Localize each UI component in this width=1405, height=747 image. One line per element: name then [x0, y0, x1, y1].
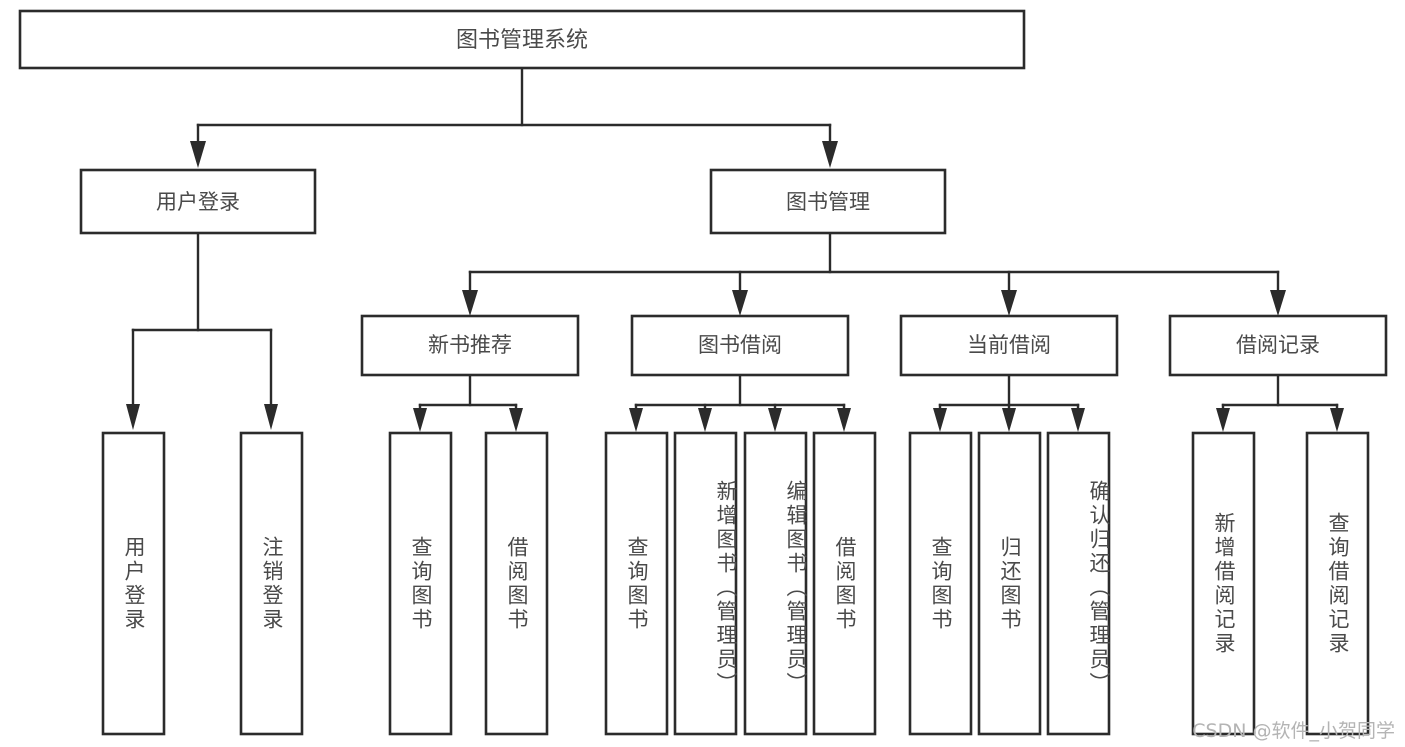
arrow-head-book-borrow [732, 290, 748, 316]
arrow-head-book-manage [822, 141, 838, 168]
connector-user-login-to-leaves [126, 231, 278, 430]
node-borrow-record-box[interactable] [1168, 314, 1388, 377]
node-user-login-box[interactable] [79, 168, 317, 235]
arrow-head-cb-leaf3 [1071, 408, 1085, 432]
arrow-head-bb-leaf3 [768, 408, 782, 432]
arrow-head-bb-leaf4 [837, 408, 851, 432]
leaf-box-user-login[interactable] [101, 431, 166, 736]
leaf-box-cb-query-book[interactable] [908, 431, 973, 736]
arrow-head-borrow-record [1270, 290, 1286, 316]
connector-root-to-level2 [190, 66, 838, 168]
node-book-manage-label: 图书管理 [786, 190, 870, 214]
leaf-box-bb-add-book[interactable] [673, 431, 738, 736]
node-current-borrow[interactable]: 当前借阅 [899, 314, 1119, 377]
arrow-head-new-book [462, 290, 478, 316]
leaf-box-logout[interactable] [239, 431, 304, 736]
node-book-borrow-box[interactable] [630, 314, 850, 377]
arrow-head-nb-leaf1 [413, 408, 427, 432]
arrow-head-leaf-logout [264, 404, 278, 430]
arrow-head-bb-leaf1 [629, 408, 643, 432]
leaf-box-nb-borrow-book[interactable] [484, 431, 549, 736]
leaf-box-cb-confirm-return[interactable] [1046, 431, 1111, 736]
node-book-borrow-label: 图书借阅 [698, 333, 782, 357]
arrow-head-br-leaf2 [1330, 408, 1344, 432]
node-borrow-record-label: 借阅记录 [1236, 333, 1320, 357]
leaf-box-bb-borrow-book[interactable] [812, 431, 877, 736]
csdn-watermark: CSDN @软件_小贺同学 [1192, 720, 1395, 742]
node-book-borrow[interactable]: 图书借阅 [630, 314, 850, 377]
node-new-book-recommend-box[interactable] [360, 314, 580, 377]
leaf-box-cb-return-book[interactable] [977, 431, 1042, 736]
arrow-head-cb-leaf2 [1002, 408, 1016, 432]
arrow-head-current-borrow [1001, 290, 1017, 316]
leaf-box-br-add-record[interactable] [1191, 431, 1256, 736]
arrow-head-leaf-user-login [126, 404, 140, 430]
node-user-login[interactable]: 用户登录 [79, 168, 317, 235]
node-user-login-label: 用户登录 [156, 190, 240, 214]
leaf-box-nb-query-book[interactable] [388, 431, 453, 736]
leaf-box-br-query-record[interactable] [1305, 431, 1370, 736]
connector-book-manage-to-level3 [462, 231, 1286, 316]
node-new-book-recommend-label: 新书推荐 [428, 333, 512, 357]
node-new-book-recommend[interactable]: 新书推荐 [360, 314, 580, 377]
arrow-head-br-leaf1 [1216, 408, 1230, 432]
node-root-library-system[interactable]: 图书管理系统 [18, 9, 1026, 70]
leaf-box-bb-query-book[interactable] [604, 431, 669, 736]
node-current-borrow-box[interactable] [899, 314, 1119, 377]
arrow-head-cb-leaf1 [933, 408, 947, 432]
connector-current-borrow-to-leaves [933, 373, 1085, 432]
node-book-manage-box[interactable] [709, 168, 947, 235]
node-borrow-record[interactable]: 借阅记录 [1168, 314, 1388, 377]
leaf-box-bb-edit-book[interactable] [743, 431, 808, 736]
arrow-head-nb-leaf2 [509, 408, 523, 432]
node-root-label: 图书管理系统 [456, 28, 588, 53]
connector-borrow-record-to-leaves [1216, 373, 1344, 432]
node-current-borrow-label: 当前借阅 [967, 333, 1051, 357]
connector-book-borrow-to-leaves [629, 373, 851, 432]
node-root-box[interactable] [18, 9, 1026, 70]
connector-new-book-to-leaves [413, 373, 523, 432]
arrow-head-user-login [190, 141, 206, 168]
node-book-manage[interactable]: 图书管理 [709, 168, 947, 235]
arrow-head-bb-leaf2 [698, 408, 712, 432]
